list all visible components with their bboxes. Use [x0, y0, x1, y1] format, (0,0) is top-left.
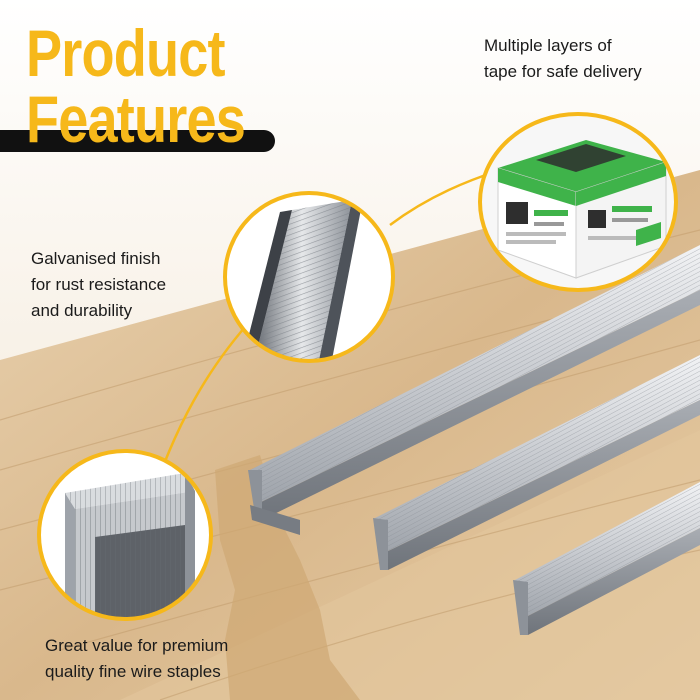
caption-line: Multiple layers of — [484, 36, 612, 55]
staple-end-inset — [35, 447, 215, 623]
staple-strip-inset — [222, 190, 396, 364]
feature-caption-finish: Galvanised finish for rust resistance an… — [31, 246, 166, 324]
staple-box-inset — [476, 110, 680, 294]
page-title: Product Features — [26, 20, 293, 152]
feature-caption-packaging: Multiple layers of tape for safe deliver… — [484, 33, 642, 85]
caption-line: Galvanised finish — [31, 249, 161, 268]
title-underline-bar — [0, 130, 275, 152]
caption-line: tape for safe delivery — [484, 62, 642, 81]
staple-box-image — [478, 112, 678, 292]
caption-line: for rust resistance — [31, 275, 167, 294]
caption-line: and durability — [31, 301, 133, 320]
staple-end-closeup-image — [37, 449, 213, 621]
title-line-2: Features — [26, 82, 246, 156]
title-line-1: Product — [26, 16, 226, 90]
staple-strip-closeup-image — [223, 191, 395, 363]
caption-line: quality fine wire staples — [45, 662, 221, 681]
caption-line: Great value for premium — [45, 636, 229, 655]
feature-caption-value: Great value for premium quality fine wir… — [45, 633, 228, 685]
